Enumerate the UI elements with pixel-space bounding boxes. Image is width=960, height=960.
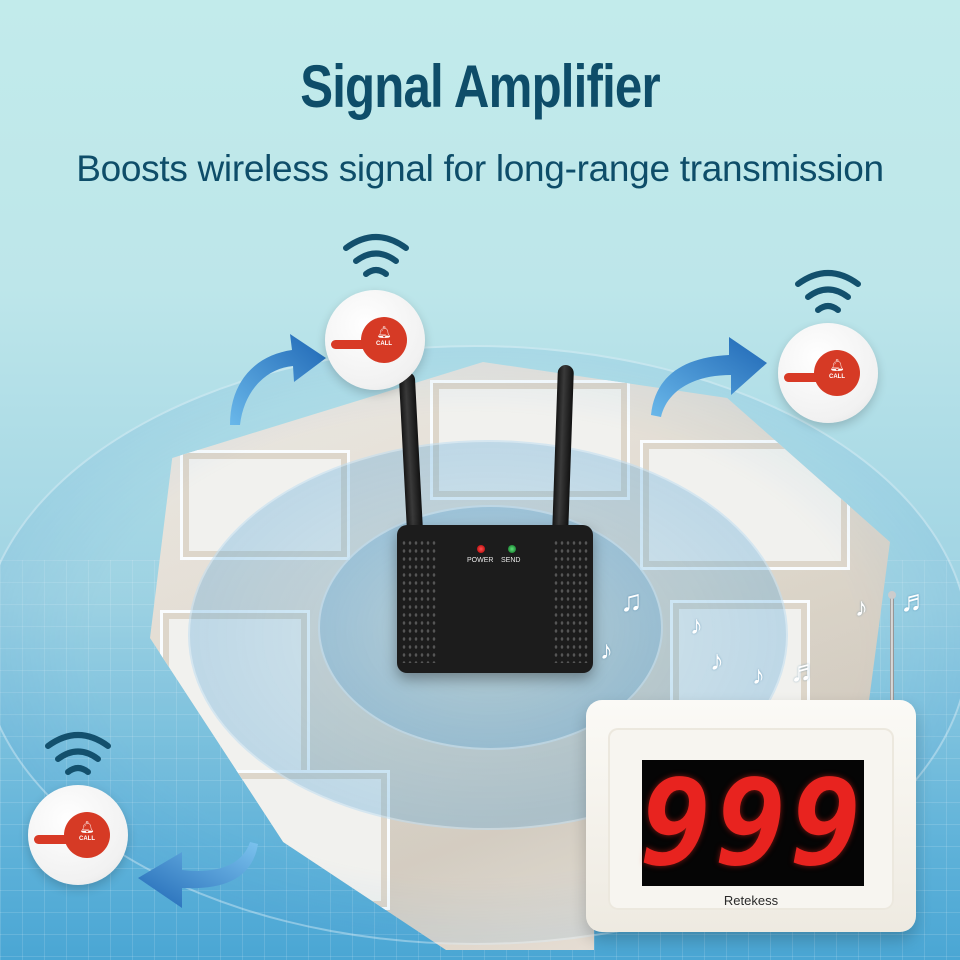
call-button-face: 🔔︎ CALL [814,350,860,396]
pager-brand: Retekess [723,893,779,908]
pager-number: 999 [640,754,866,892]
music-note-icon: ♪ [855,592,868,622]
call-button-face: 🔔︎ CALL [64,812,110,858]
pager-antenna [888,591,896,723]
bell-icon: 🔔︎ [79,820,95,834]
wifi-signal-icon [45,732,111,775]
call-label: CALL [79,836,95,842]
pager-display-unit: 999 Retekess [586,700,916,932]
arrow-right-icon [651,337,767,417]
music-note-icon: ♬ [900,585,930,618]
call-label: CALL [376,341,392,347]
wifi-signal-icon [343,234,409,277]
call-button-tab [34,835,74,844]
pager-led-screen: 999 [640,754,866,892]
call-button-bottom-left: 🔔︎ CALL [28,785,128,885]
wifi-signal-icon [795,270,861,313]
music-note-icon: ♫ [620,585,643,618]
music-note-icon: ♪ [690,610,703,640]
music-note-icon: ♪ [752,660,765,690]
music-note-icon: ♪ [600,635,613,665]
vent-right [553,539,589,663]
call-button-face: 🔔︎ CALL [361,317,407,363]
signal-repeater-device: POWER SEND [397,525,593,673]
call-label: CALL [829,374,845,380]
bell-icon: 🔔︎ [376,325,392,339]
send-led-icon [508,545,516,553]
power-label: POWER [467,557,494,564]
send-label: SEND [501,557,521,564]
page-title: Signal Amplifier [300,53,660,120]
page-subtitle: Boosts wireless signal for long-range tr… [76,148,884,189]
call-button-tab [331,340,371,349]
call-button-tab [784,373,824,382]
call-button-top: 🔔︎ CALL [325,290,425,390]
vent-left [401,539,437,663]
music-note-icon: ♬ [790,655,820,688]
arrow-up-right-icon [230,334,326,425]
call-button-right: 🔔︎ CALL [778,323,878,423]
power-led-icon [477,545,485,553]
bell-icon: 🔔︎ [829,358,845,372]
arrow-left-icon [138,842,258,908]
music-note-icon: ♪ [710,645,724,676]
